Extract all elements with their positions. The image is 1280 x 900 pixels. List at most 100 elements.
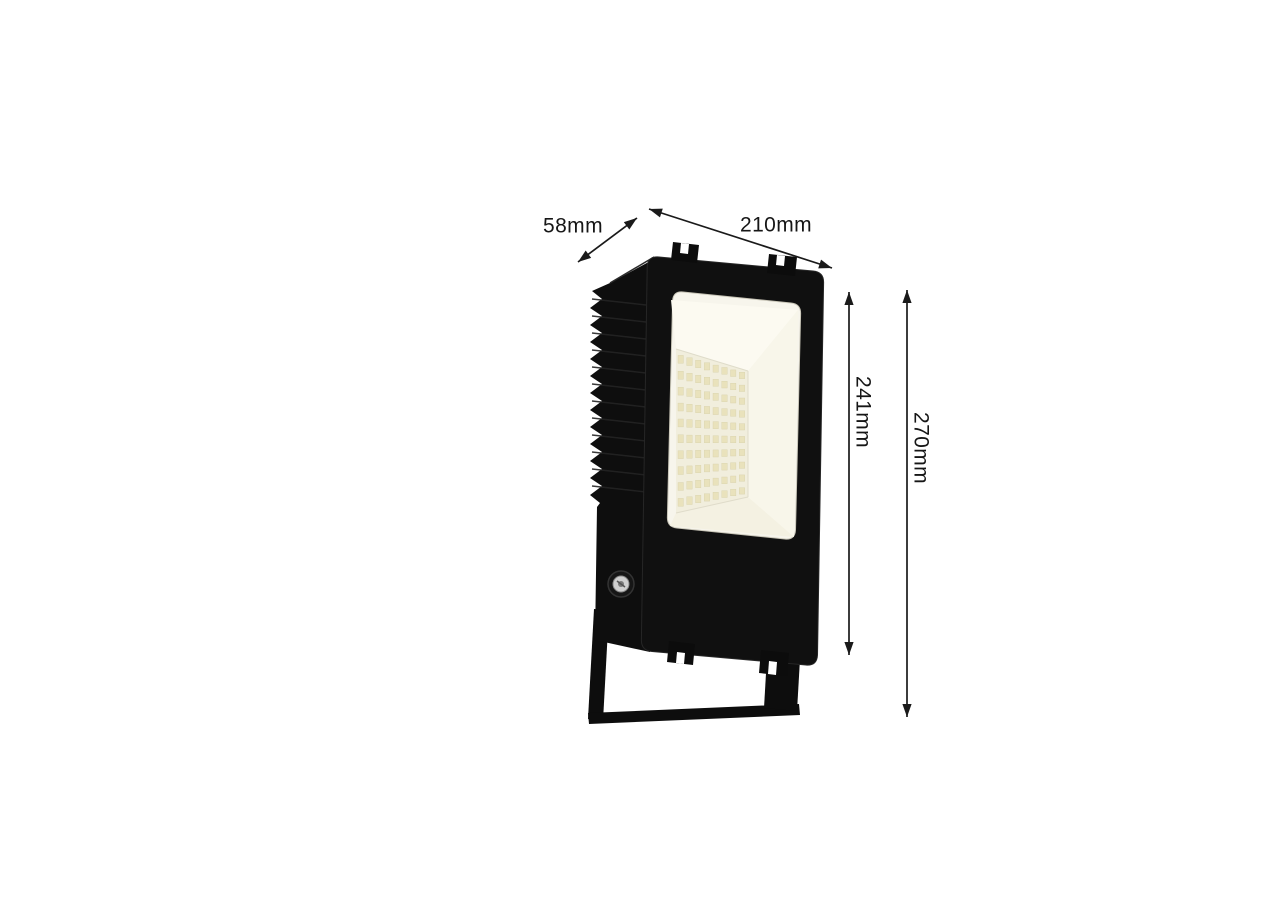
led-chip: [739, 487, 745, 495]
dimension-arrows: [577, 208, 912, 717]
led-chip: [739, 436, 745, 443]
led-chip: [739, 461, 745, 469]
led-chip: [721, 394, 728, 402]
led-chip: [677, 498, 684, 507]
led-chip: [686, 404, 693, 413]
led-chip: [695, 420, 702, 428]
led-chip: [704, 377, 710, 385]
led-chip: [721, 408, 728, 416]
led-chip: [712, 492, 719, 500]
arrow-total-height: [902, 290, 912, 717]
led-chip: [730, 436, 737, 444]
arrow-body-height: [844, 292, 854, 655]
knob-screw: [607, 570, 635, 598]
bracket-bottom-bar: [588, 704, 800, 724]
panel-wall-right: [748, 310, 798, 537]
led-chip: [704, 391, 710, 400]
led-chip: [695, 375, 702, 383]
led-chip: [704, 362, 710, 371]
led-chip: [730, 475, 737, 483]
heatsink-top-edge: [609, 256, 655, 284]
dimension-label-width: 210mm: [740, 214, 812, 237]
led-chip: [686, 481, 693, 490]
led-chip: [695, 390, 702, 398]
dimension-label-depth: 58mm: [543, 215, 603, 238]
led-chip: [704, 406, 710, 414]
led-chip: [739, 449, 745, 456]
dimension-label-body-height: 241mm: [852, 376, 875, 448]
led-chip: [730, 422, 737, 430]
led-chip: [704, 420, 710, 429]
led-chip: [730, 369, 737, 377]
led-chip: [677, 434, 684, 443]
led-chip: [677, 371, 684, 380]
led-chip: [730, 396, 737, 404]
led-chip: [677, 482, 684, 491]
arrow-depth: [577, 217, 638, 263]
led-chip: [721, 463, 728, 471]
led-chip: [704, 479, 710, 487]
screw-slot: [616, 580, 626, 588]
led-chip: [712, 477, 719, 486]
led-chip: [712, 435, 719, 444]
tab-top-right-slot: [776, 255, 785, 266]
led-chip: [730, 449, 737, 457]
led-chip: [712, 449, 719, 458]
led-chip: [739, 384, 745, 392]
led-chip: [686, 419, 693, 428]
led-chip: [686, 496, 693, 505]
led-chip: [677, 355, 684, 364]
led-chip: [712, 379, 719, 387]
panel-wall-top: [671, 300, 798, 371]
led-chip: [721, 476, 728, 485]
led-chip: [704, 493, 710, 502]
mounting-tabs: [667, 242, 797, 676]
dimensions: 58mm 210mm 241mm 270mm: [543, 208, 933, 717]
tab-bottom-right-slot: [768, 661, 777, 675]
led-chip: [686, 373, 693, 382]
dimension-label-total-height: 270mm: [910, 412, 933, 484]
led-chip: [712, 463, 719, 472]
led-chip: [739, 397, 745, 405]
panel-led-plate: [676, 349, 748, 513]
led-chip: [686, 450, 693, 459]
led-chip: [739, 474, 745, 482]
panel-creases: [675, 348, 749, 514]
led-chip: [730, 489, 737, 497]
led-chip: [686, 434, 693, 444]
led-chip: [712, 421, 719, 429]
led-chip: [695, 495, 702, 503]
led-chip: [721, 435, 728, 444]
panel-wall-bottom: [670, 497, 794, 537]
led-chip: [739, 410, 745, 418]
led-chip: [695, 405, 702, 413]
led-chip: [695, 450, 702, 458]
led-chip: [739, 423, 745, 431]
led-chip: [730, 462, 737, 470]
led-chip: [686, 465, 693, 474]
led-chip: [730, 409, 737, 417]
led-chip: [695, 465, 702, 473]
led-chip: [677, 450, 684, 459]
led-chip: [721, 367, 728, 375]
led-chip: [677, 466, 684, 475]
heatsink-fins: [591, 298, 647, 493]
led-chip: [712, 393, 719, 401]
led-chip: [677, 402, 684, 412]
led-chip: [721, 449, 728, 457]
led-chip: [677, 418, 684, 428]
led-chip: [704, 449, 710, 458]
arrow-width: [648, 208, 833, 269]
led-chip: [712, 407, 719, 415]
led-chip: [695, 435, 702, 443]
tab-top-left-slot: [680, 243, 689, 254]
led-chip: [721, 422, 728, 430]
led-chip: [686, 388, 693, 397]
led-chip: [721, 490, 728, 498]
led-chip: [739, 372, 745, 379]
led-chip: [712, 364, 719, 373]
led-chip: [695, 360, 702, 368]
led-chip: [704, 435, 710, 444]
